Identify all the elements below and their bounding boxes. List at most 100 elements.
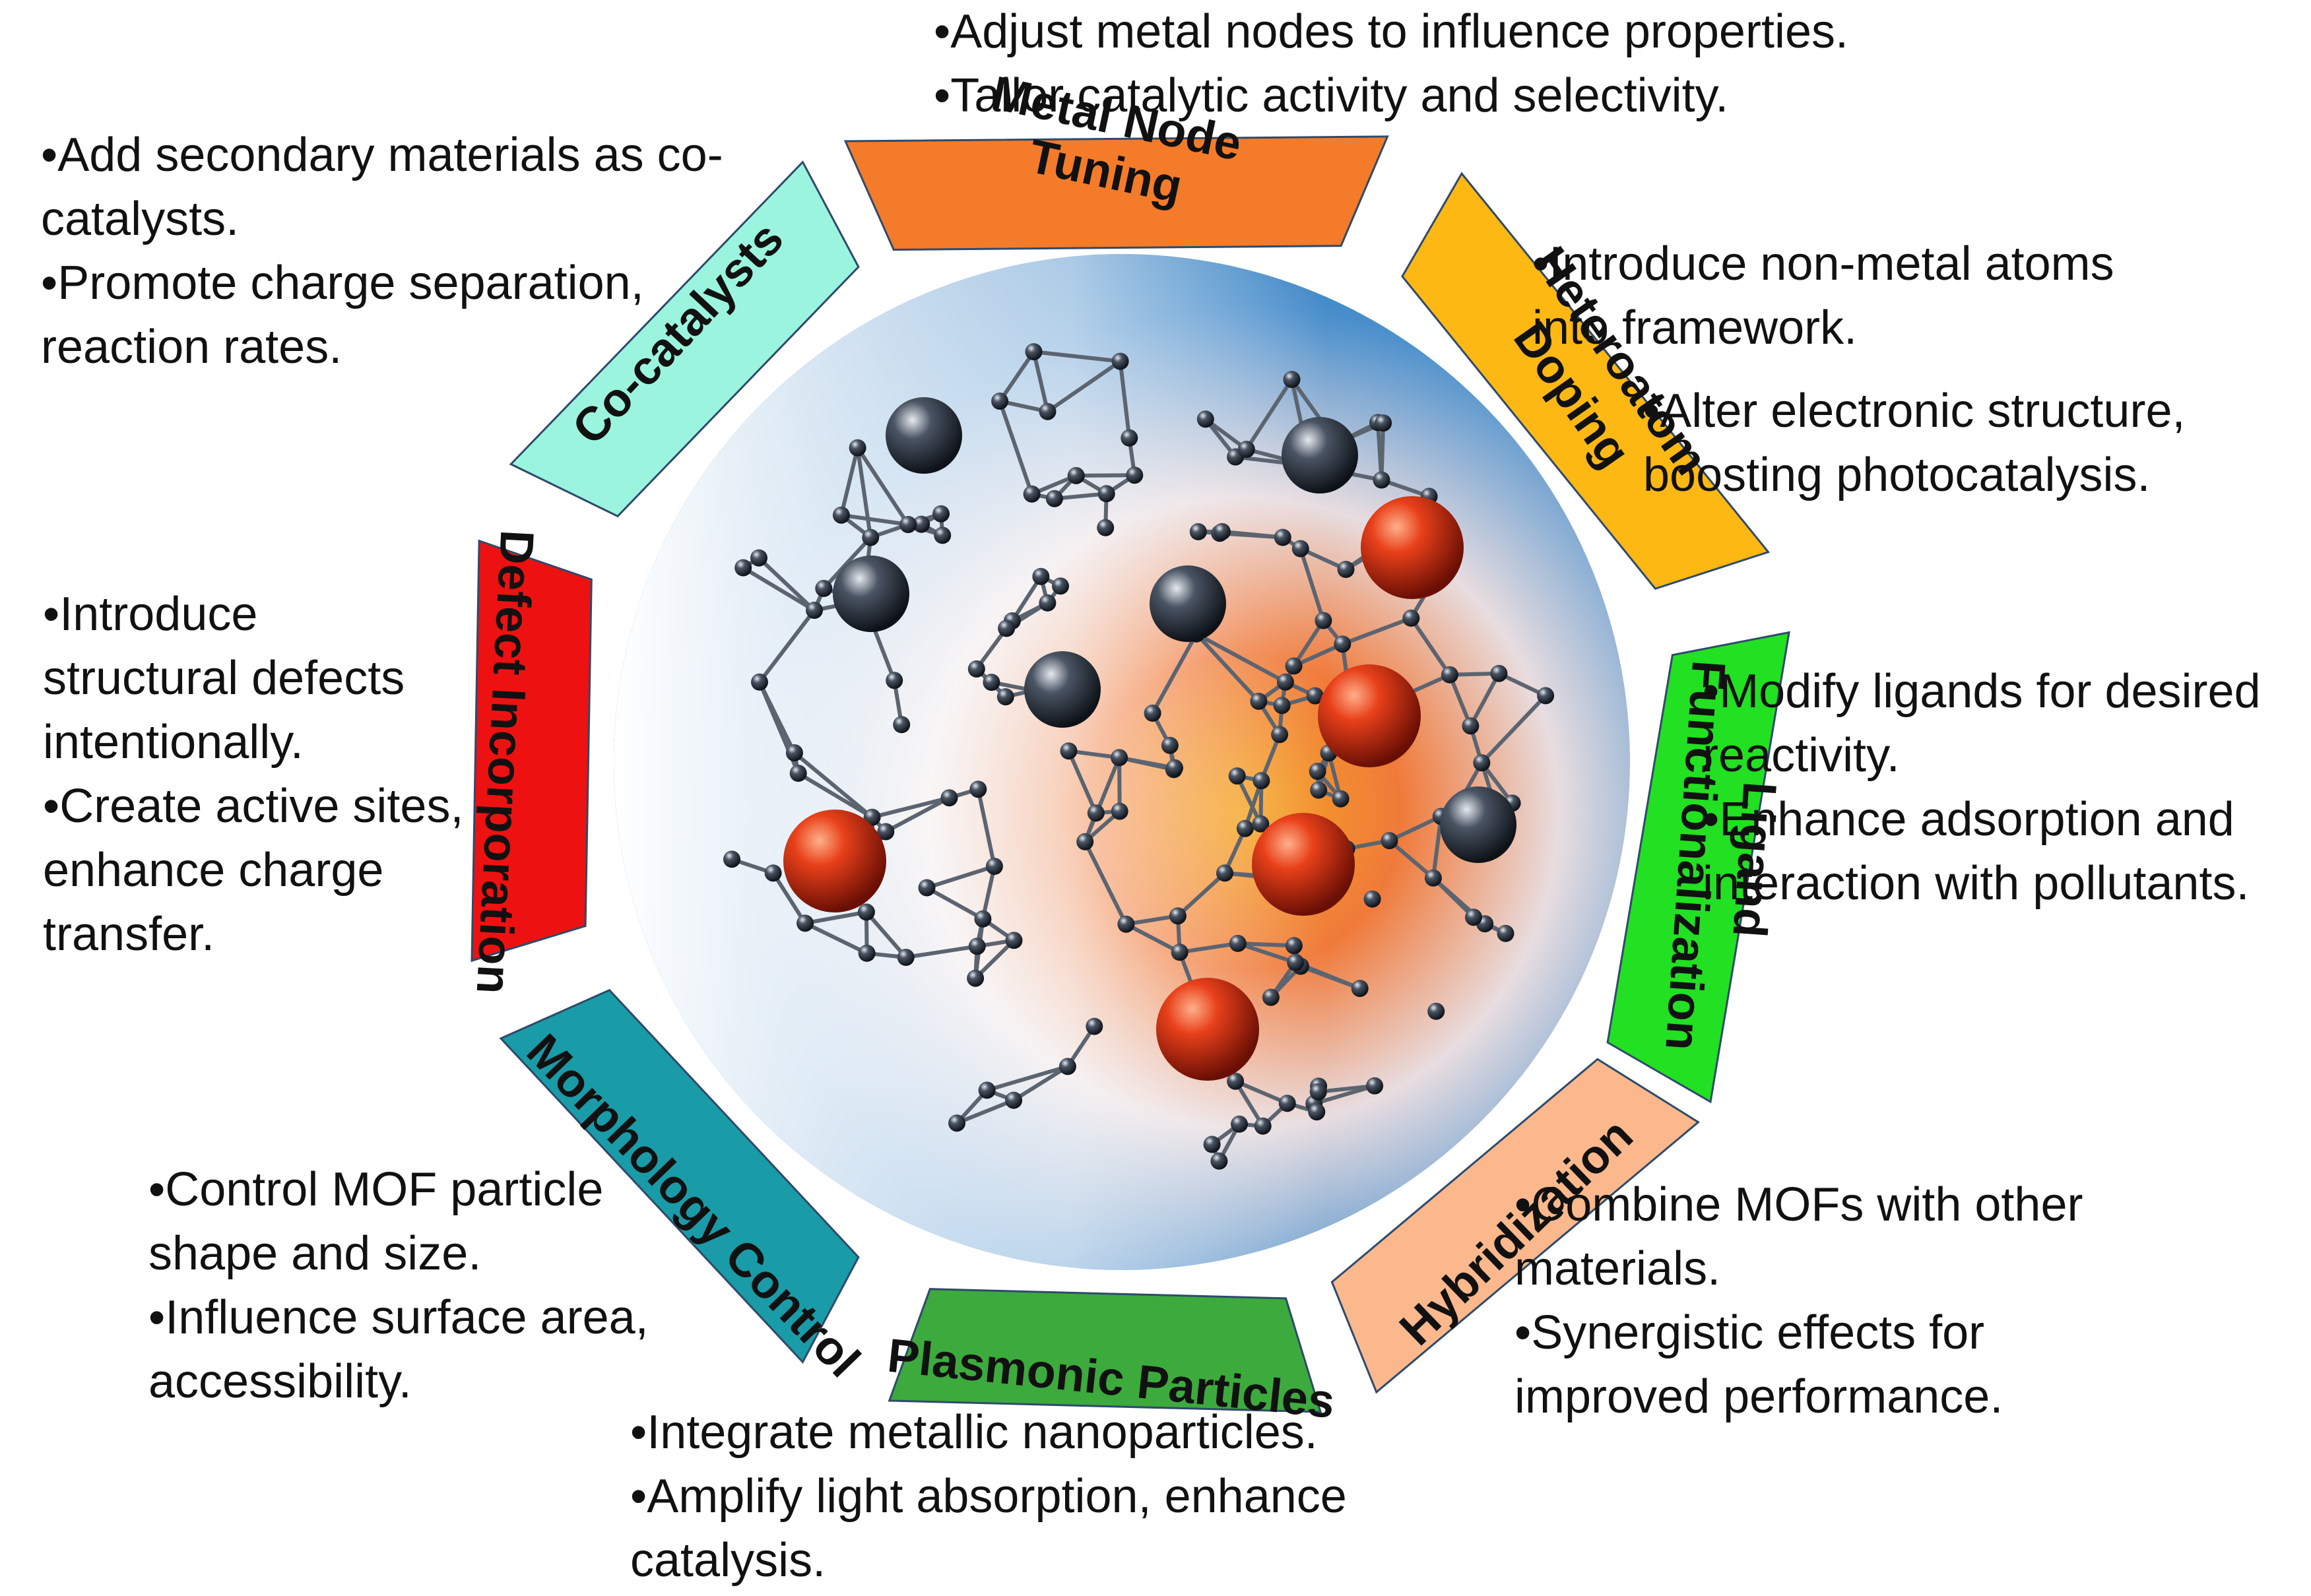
lattice-atom: [1285, 657, 1303, 675]
lattice-atom: [1169, 907, 1187, 925]
lattice-bond: [1234, 1079, 1288, 1105]
lattice-bond: [1431, 876, 1476, 919]
lattice-atom: [1111, 352, 1129, 370]
lattice-bond: [841, 513, 909, 527]
lattice-bond: [998, 350, 1035, 402]
hybridization-bullet-2: •Synergistic effects for improved perfor…: [1514, 1306, 2003, 1423]
lattice-atom: [983, 674, 1000, 691]
lattice-atom: [1309, 763, 1326, 780]
lattice-atom: [1039, 402, 1057, 420]
lattice-atom: [1253, 772, 1270, 790]
lattice-atom: [832, 506, 850, 524]
plasmonic-particles-bullet-1: •Integrate metallic nanoparticles.: [630, 1406, 1318, 1459]
lattice-bond: [758, 609, 816, 684]
lattice-bond: [1313, 1083, 1375, 1106]
lattice-bond: [1342, 616, 1412, 647]
lattice-atom: [1005, 1091, 1023, 1109]
heteroatom-doping-text-1: •Introduce non-metal atoms into framewor…: [1532, 232, 2166, 360]
lattice-bond: [793, 751, 874, 819]
lattice-atom: [968, 938, 986, 955]
lattice-atom: [1334, 635, 1351, 653]
lattice-atom: [998, 620, 1016, 637]
lattice-atom: [967, 660, 985, 678]
lattice-atom: [1332, 790, 1350, 808]
defect-incorporation-bullet-2: •Create active sites, enhance charge tra…: [43, 780, 464, 961]
lattice-bond: [1179, 941, 1239, 955]
lattice-atom: [934, 527, 952, 544]
lattice-atom: [1086, 1017, 1103, 1035]
segment-hybridization-band: [1330, 1058, 1701, 1394]
lattice-bond: [1012, 1064, 1069, 1102]
lattice-atom: [1337, 561, 1355, 578]
lattice-atom: [899, 516, 917, 533]
lattice-bond: [1245, 378, 1294, 451]
segment-ligand-functionalization-label-line: Ligand: [1722, 780, 1786, 939]
lattice-bond: [1235, 775, 1263, 825]
lattice-bond: [986, 1064, 1068, 1093]
lattice-atom: [1067, 466, 1085, 484]
lattice-bond: [1176, 872, 1227, 918]
lattice-atom: [1228, 767, 1246, 785]
heteroatom-doping-bullet-1: •Introduce non-metal atoms into framewor…: [1532, 238, 2114, 354]
metal-sphere-dark: [833, 556, 909, 632]
lattice-atom: [1351, 980, 1369, 998]
lattice-atom: [1250, 692, 1268, 710]
plasmonic-particles-text: •Integrate metallic nanoparticles. •Ampl…: [630, 1401, 1389, 1593]
lattice-bond: [1298, 548, 1326, 622]
metal-node-tuning-bullet-2: •Tailor catalytic activity and selectivi…: [934, 69, 1729, 122]
lattice-atom: [913, 515, 930, 533]
lattice-atom: [863, 808, 881, 826]
lattice-bond: [1379, 423, 1386, 480]
lattice-bond: [742, 565, 816, 612]
lattice-atom: [985, 858, 1003, 875]
lattice-bond: [1125, 914, 1179, 926]
lattice-atom: [1273, 697, 1291, 715]
lattice-atom: [734, 559, 752, 577]
metal-sphere-red: [1252, 813, 1355, 916]
lattice-bond: [758, 681, 797, 754]
morphology-control-bullet-2: •Influence surface area, accessibility.: [148, 1291, 649, 1408]
segment-metal-node-tuning: Metal NodeTuning: [843, 67, 1389, 251]
lattice-atom: [862, 528, 880, 546]
lattice-atom: [1402, 609, 1420, 627]
lattice-bond: [1033, 350, 1121, 364]
lattice-atom: [1023, 485, 1041, 503]
lattice-atom: [1276, 673, 1294, 691]
lattice-atom: [1473, 754, 1491, 772]
lattice-atom: [1171, 943, 1188, 961]
lattice-atom: [789, 765, 807, 782]
metal-sphere-dark: [1024, 651, 1101, 728]
lattice-atom: [1231, 1115, 1248, 1133]
lattice-atom: [764, 864, 782, 882]
metal-node-tuning-bullet-1: •Adjust metal nodes to influence propert…: [934, 5, 1848, 58]
lattice-atom: [1441, 666, 1458, 684]
lattice-atom: [1287, 953, 1305, 971]
lattice-atom: [1306, 687, 1324, 705]
lattice-bond: [1010, 575, 1043, 622]
metal-node-tuning-text: •Adjust metal nodes to influence propert…: [934, 0, 2254, 128]
lattice-bond: [1083, 757, 1121, 843]
lattice-atom: [1203, 1135, 1221, 1153]
lattice-atom: [1216, 864, 1233, 882]
lattice-atom: [877, 823, 895, 841]
co-catalysts-bullet-1: •Add secondary materials as co-catalysts…: [41, 129, 723, 245]
lattice-atom: [1097, 485, 1115, 503]
lattice-atom: [1537, 687, 1555, 705]
metal-sphere-red: [1361, 496, 1464, 599]
lattice-atom: [1465, 909, 1482, 926]
lattice-bond: [839, 447, 860, 516]
lattice-atom: [1254, 1117, 1272, 1135]
lattice-bond: [855, 447, 873, 538]
segment-ligand-functionalization: LigandFunctionalization: [1606, 631, 1790, 1104]
lattice-atom: [797, 914, 814, 932]
lattice-atom: [1076, 833, 1094, 850]
lattice-bond: [864, 910, 907, 959]
lattice-atom: [1111, 749, 1128, 767]
segment-morphology-control-band: [499, 988, 860, 1364]
lattice-atom: [785, 744, 803, 761]
lattice-atom: [849, 439, 866, 457]
lattice-atom: [858, 944, 876, 962]
center-image: [614, 254, 1630, 1270]
lattice-bond: [804, 910, 867, 926]
